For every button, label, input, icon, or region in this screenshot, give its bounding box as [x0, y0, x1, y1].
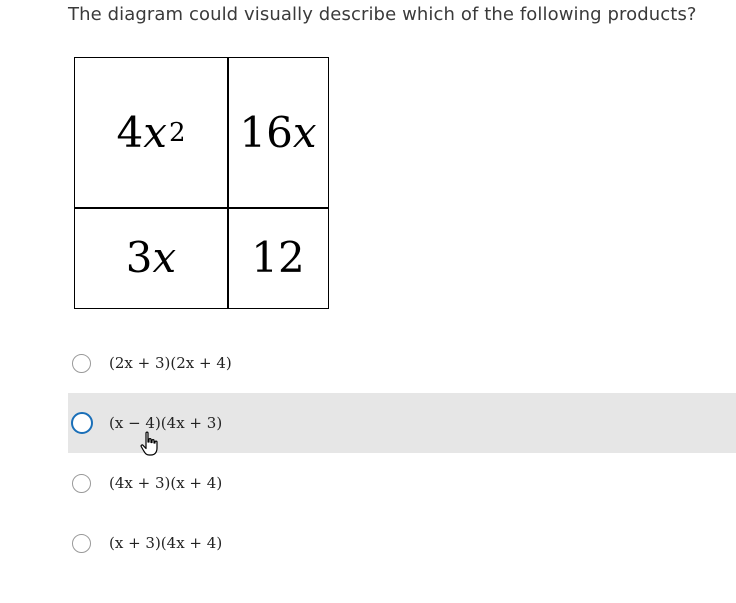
answer-option-3[interactable]: (4x + 3)(x + 4)	[68, 453, 736, 513]
cell-coefficient: 16	[239, 108, 293, 157]
cell-coefficient: 12	[251, 233, 305, 282]
cell-variable: x	[152, 233, 177, 282]
radio-button[interactable]	[72, 473, 91, 493]
answer-option-label[interactable]: (x − 4)(4x + 3)	[109, 414, 223, 432]
answer-option-label[interactable]: (4x + 3)(x + 4)	[109, 474, 223, 492]
cell-coefficient: 3	[125, 233, 153, 282]
answer-option-1[interactable]: (2x + 3)(2x + 4)	[68, 333, 736, 393]
question-text: The diagram could visually describe whic…	[68, 4, 697, 25]
answer-options: (2x + 3)(2x + 4) (x − 4)(4x + 3) (4x + 3…	[68, 333, 736, 573]
answer-option-label[interactable]: (x + 3)(4x + 4)	[109, 534, 223, 552]
radio-button[interactable]	[72, 353, 91, 373]
radio-button[interactable]	[72, 533, 91, 553]
cell-exponent: 2	[168, 117, 186, 148]
cell-variable: x	[292, 108, 317, 157]
diagram-cell-bottom-right: 12	[228, 208, 328, 307]
radio-button[interactable]	[71, 412, 93, 434]
answer-option-2[interactable]: (x − 4)(4x + 3)	[68, 393, 736, 456]
cell-coefficient: 4	[116, 108, 144, 157]
diagram-vertical-divider	[227, 58, 229, 308]
diagram-horizontal-divider	[75, 207, 328, 209]
hand-pointer-icon	[140, 431, 158, 456]
answer-option-4[interactable]: (x + 3)(4x + 4)	[68, 513, 736, 573]
cell-variable: x	[143, 108, 167, 157]
answer-option-label[interactable]: (2x + 3)(2x + 4)	[109, 354, 232, 372]
